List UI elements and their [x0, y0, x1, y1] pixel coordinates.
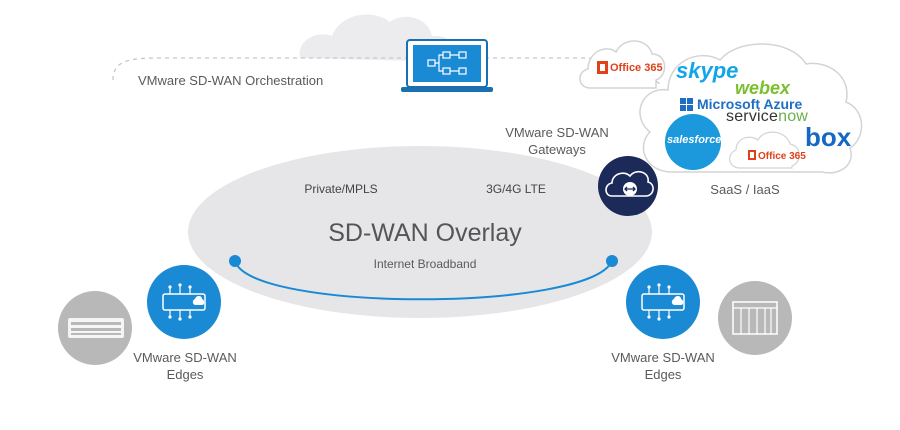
datacenter-icon: [718, 281, 792, 355]
left-edge-device-icon[interactable]: [147, 265, 221, 339]
saas-cloud: [639, 43, 863, 174]
edges-right-label: VMware SD-WAN Edges: [598, 349, 728, 383]
edges-right-line2: Edges: [644, 367, 682, 382]
transport-private-mpls: Private/MPLS: [304, 182, 378, 196]
orchestration-label: VMware SD-WAN Orchestration: [138, 73, 324, 88]
laptop-icon: [401, 39, 493, 92]
gateways-label-line1: VMware SD-WAN: [505, 125, 609, 140]
servicenow-logo-now: now: [778, 108, 809, 125]
transport-internet-broadband: Internet Broadband: [373, 257, 477, 271]
azure-logo: Microsoft Azure: [697, 96, 803, 112]
small-cloud: [579, 40, 666, 89]
flowchart-icon: [427, 51, 467, 75]
edges-left-line2: Edges: [166, 367, 204, 382]
right-link-endpoint: [606, 255, 618, 267]
left-link-endpoint: [229, 255, 241, 267]
azure-icon: [680, 98, 693, 111]
office365-logo-small: Office 365: [610, 62, 663, 74]
internet-broadband-link: [234, 260, 613, 301]
gateway-icon[interactable]: [598, 156, 658, 216]
right-edge-device-icon[interactable]: [626, 265, 700, 339]
saas-label: SaaS / IaaS: [710, 182, 780, 197]
box-logo: box: [805, 122, 852, 152]
salesforce-logo: [665, 114, 721, 170]
orchestration-dashed-line: [112, 57, 661, 85]
webex-logo: webex: [735, 78, 791, 98]
overlay-title: SD-WAN Overlay: [328, 219, 522, 247]
salesforce-label: salesforce: [667, 134, 722, 146]
edges-left-line1: VMware SD-WAN: [133, 350, 237, 365]
gateways-label-line2: Gateways: [528, 142, 586, 157]
branch-office-icon: [58, 291, 132, 365]
edges-right-line1: VMware SD-WAN: [611, 350, 715, 365]
gateways-label: VMware SD-WAN Gateways: [486, 124, 628, 158]
sdwan-overlay-ellipse: [188, 146, 652, 318]
servicenow-logo-service: service: [726, 108, 779, 125]
transport-lte: 3G/4G LTE: [486, 182, 546, 196]
edges-left-label: VMware SD-WAN Edges: [120, 349, 250, 383]
office365-logo: Office 365: [758, 151, 806, 162]
servicenow-logo: servicenow: [726, 108, 808, 126]
skype-logo: skype: [676, 58, 739, 83]
